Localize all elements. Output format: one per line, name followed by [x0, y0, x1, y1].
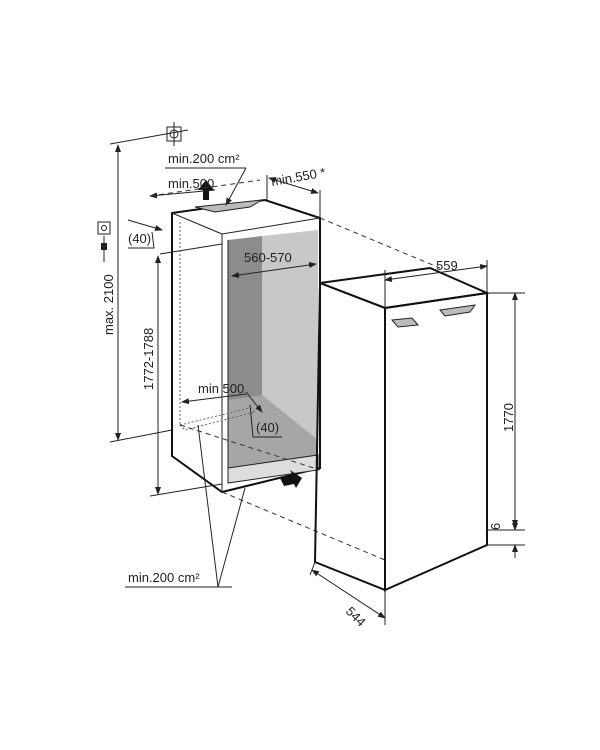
plinth-height-label: 6 [488, 523, 503, 530]
vent-top-area-label: min.200 cm² [168, 151, 240, 166]
niche-height-label: 1772-1788 [141, 328, 156, 390]
vent-top-depth-label: min.500 [168, 176, 214, 191]
inner-width-label: 560-570 [244, 250, 292, 265]
max-height-dimension [109, 144, 173, 443]
top-offset-label: (40) [128, 231, 151, 246]
appliance-depth-label: 544 [343, 604, 369, 630]
airflow-arrow-top-icon [198, 180, 214, 200]
niche [171, 198, 321, 494]
power-socket-icon [97, 221, 111, 262]
vent-bottom-area-label: min.200 cm² [128, 570, 200, 585]
airflow-arrow-bottom-icon [280, 470, 302, 488]
max-height-label: max. 2100 [101, 274, 116, 335]
bottom-offset-label: (40) [256, 420, 279, 435]
axis-symbol-icon [109, 122, 189, 146]
vent-bottom-depth-label: min 500 [198, 381, 244, 396]
depth-min-label: min.550 * [270, 165, 327, 189]
appliance-height-label: 1770 [501, 403, 516, 432]
